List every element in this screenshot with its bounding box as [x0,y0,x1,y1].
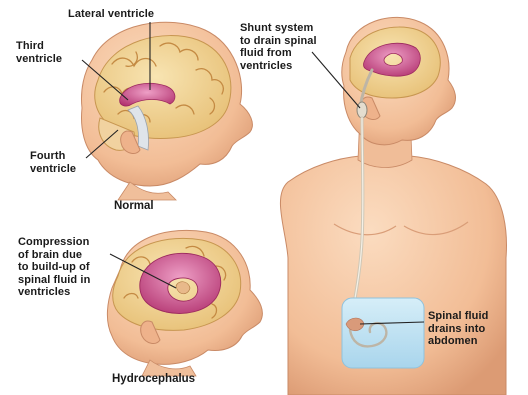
label-third-ventricle: Third ventricle [16,40,62,65]
hydrocephalus-head [107,230,262,376]
caption-hydrocephalus: Hydrocephalus [112,373,195,385]
normal-head [81,22,252,200]
label-compression: Compression of brain due to build-up of … [18,236,90,299]
abdomen-cavity [342,298,424,368]
label-fourth-ventricle: Fourth ventricle [30,150,76,175]
label-shunt-system: Shunt system to drain spinal fluid from … [240,22,317,72]
shunt-valve [357,102,367,118]
label-spinal-fluid-drains: Spinal fluid drains into abdomen [428,310,488,348]
label-lateral-ventricle: Lateral ventricle [68,8,154,21]
caption-normal: Normal [114,200,154,212]
